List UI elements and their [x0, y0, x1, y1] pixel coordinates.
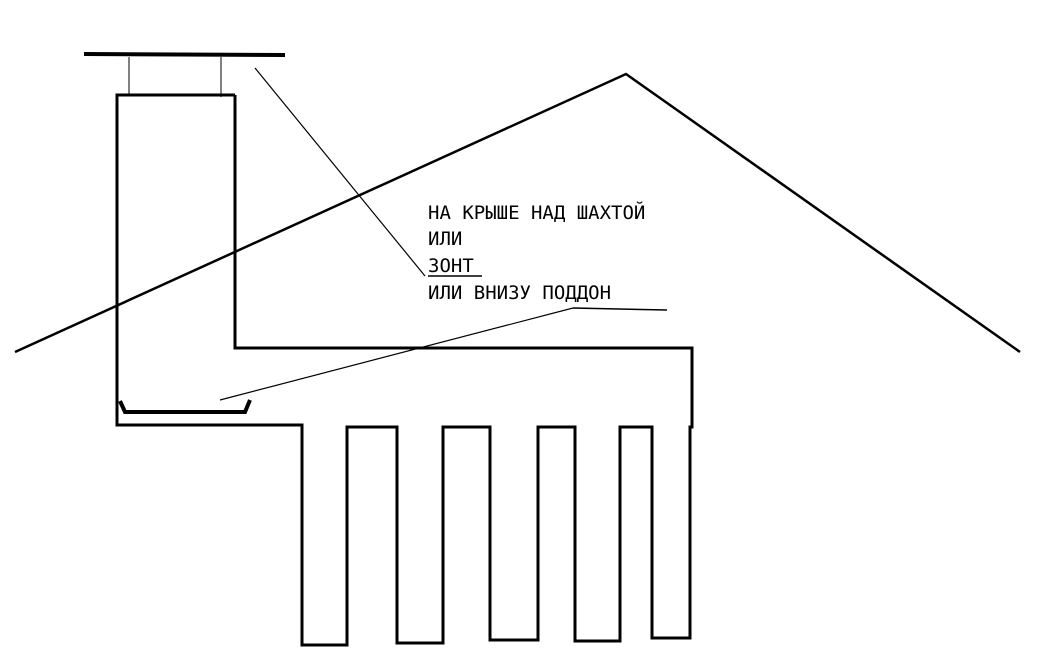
label-or-tray: ИЛИ ВНИЗУ ПОДДОН [428, 282, 611, 304]
leader-line-umbrella [254, 67, 426, 277]
umbrella-cap [83, 52, 286, 57]
tray-label-underline [572, 307, 668, 311]
label-umbrella: ЗОНТ [428, 255, 474, 277]
label-or-1: ИЛИ [428, 228, 462, 250]
drip-tray [118, 399, 252, 414]
leader-line-tray [219, 307, 574, 401]
label-on-roof: НА КРЫШЕ НАД ШАХТОЙ [428, 201, 645, 224]
vent-shaft-outline [115, 93, 694, 647]
roof-line [14, 72, 1021, 354]
